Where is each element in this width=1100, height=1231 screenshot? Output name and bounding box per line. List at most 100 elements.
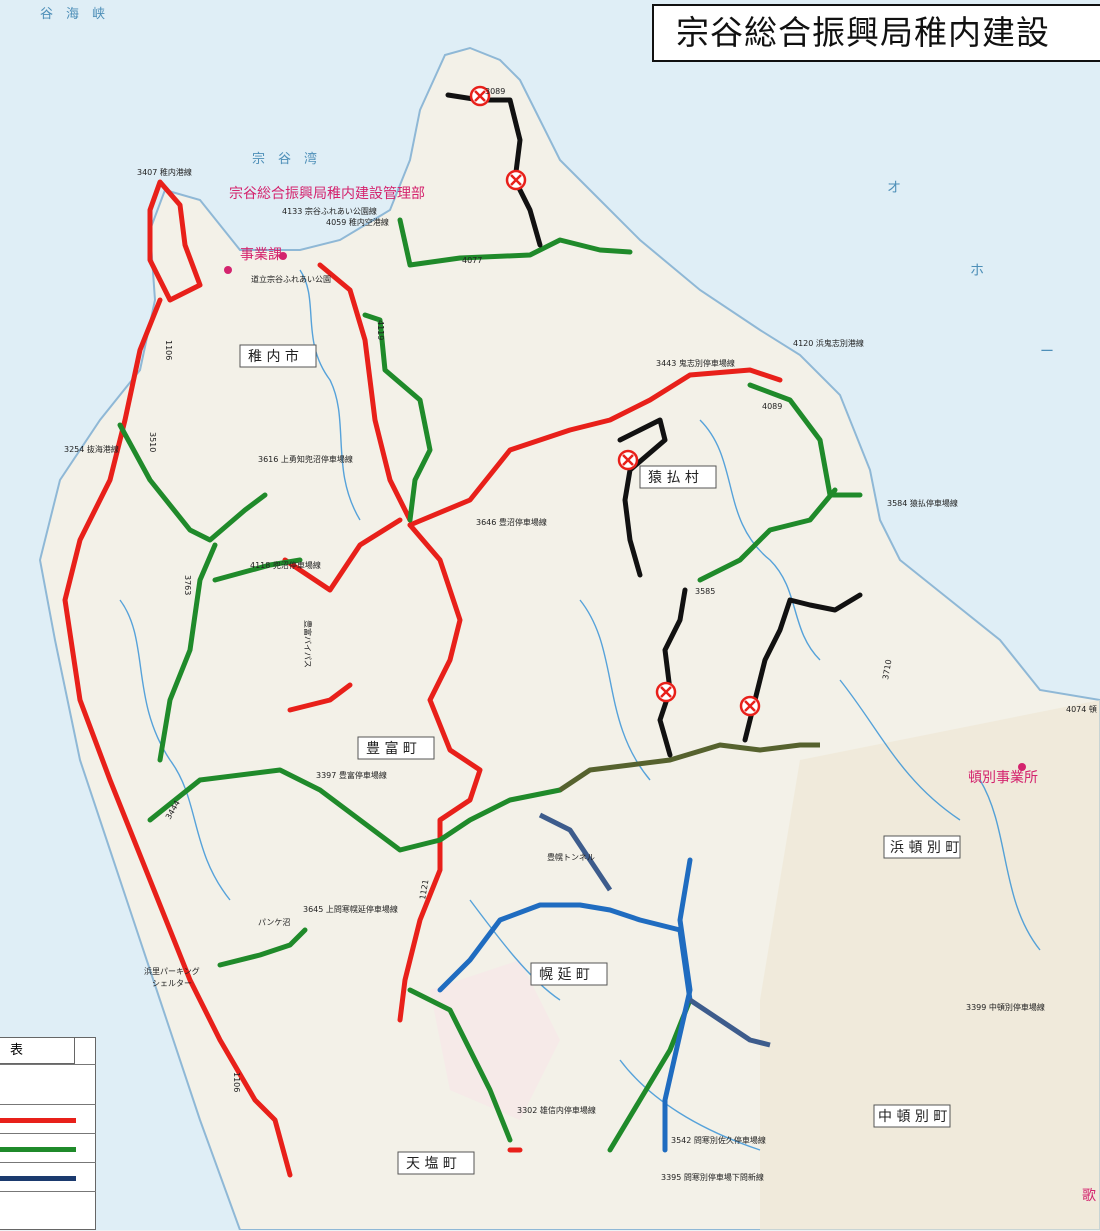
route-green-north-coast [397,217,633,268]
place-label-park: 道立宗谷ふれあい公園 [251,274,331,284]
town-label-wakkanai: 稚 内 市 [248,348,299,365]
navy-routes [538,812,771,1048]
route-label-3395: 3395 問寒別停車場下問新線 [661,1172,764,1182]
legend-row-green [0,1133,96,1162]
legend-row-empty [0,1191,96,1231]
town-label-hamatonbetsu: 浜 頓 別 町 [890,840,959,856]
office-marker-main [279,252,287,260]
route-label-3584: 3584 猿払停車場線 [887,498,958,508]
place-label-ponds: パンケ沼 [258,918,290,927]
route-navy-tunnel [538,812,613,892]
route-green-west [117,422,268,543]
route-label-4118: 4118 兜沼停車場線 [250,560,321,570]
legend-row-red [0,1104,96,1133]
closure-marker-2 [505,169,527,191]
rivers [119,269,1041,1151]
town-label-toyotomi: 豊 富 町 [366,740,417,757]
route-green-3585 [697,487,838,583]
route-green-sarufutsu [747,382,863,498]
closure-marker-4 [655,681,677,703]
route-olive [558,742,820,793]
route-label-3763: 3763 [183,575,192,595]
office-label-tonbetsu: 頓別事業所 [968,770,1038,786]
town-label-horonobe: 幌 延 町 [539,967,590,983]
place-label-tunnel: 豊幌トンネル [547,852,595,862]
closure-markers [469,85,761,717]
route-green-3763 [157,542,218,763]
legend-header: 表 [0,1038,75,1064]
route-red-wakkanai-port [147,179,203,303]
route-blue-3645 [437,902,693,1003]
route-label-4120: 4120 浜鬼志別港線 [793,338,864,348]
route-label-3399: 3399 中頓別停車場線 [966,1002,1045,1012]
place-label-shelter: シェルター [152,979,192,988]
edge-label-right: 歌 [1082,1188,1096,1204]
sea-label-okhotsk-dash: ー [1040,344,1054,360]
town-label-sarufutsu: 猿 払 村 [648,470,699,486]
sea-label-soya-strait: 谷 海 峡 [40,7,105,22]
teshio-plain [430,960,560,1120]
route-navy-3784 [688,997,771,1048]
town-label-nakatonbetsu: 中 頓 別 町 [878,1109,947,1125]
legend-panel: 表 [0,1037,96,1230]
route-label-3542: 3542 問寒別佐久停車場線 [671,1135,766,1145]
route-red-bypass2 [287,682,353,713]
route-label-1121: 1121 [418,879,430,901]
southern-terrain [760,700,1100,1230]
legend-swatch-green [0,1147,76,1152]
route-black-sarufutsu-2 [657,587,688,758]
closure-marker-5 [739,695,761,717]
route-label-1106a: 1106 [164,340,173,360]
route-red-inland-1 [317,262,413,523]
legend-swatch-red [0,1118,76,1123]
route-green-3444 [147,767,563,853]
office-label-jigyoka: 事業課 [240,247,282,263]
route-label-4119: 4119 [376,320,385,340]
legend-row-navy [0,1162,96,1191]
route-label-3616: 3616 上勇知兜沼停車場線 [258,454,353,464]
route-green-south [407,987,513,1143]
route-black-sarufutsu-1 [617,417,668,578]
green-routes [117,217,863,1153]
route-label-3646: 3646 豊沼停車場線 [476,517,547,527]
route-label-3710: 3710 [881,659,893,681]
route-label-3645: 3645 上問寒幌延停車場線 [303,904,398,914]
legend-swatch-navy [0,1176,76,1181]
route-label-3302: 3302 雄信内停車場線 [517,1105,596,1115]
route-label-3585: 3585 [695,587,715,596]
route-label-4089: 4089 [762,402,782,411]
place-label-parking: 浜里パーキング [144,966,200,976]
route-label-3443: 3443 鬼志別停車場線 [656,358,735,368]
route-black-sarufutsu-3 [742,592,863,743]
route-green-hamasato [217,927,308,968]
route-blue-3542 [662,857,693,1153]
route-label-4133: 4133 宗谷ふれあい公園線 [282,206,377,216]
town-label-teshio: 天 塩 町 [406,1156,457,1172]
closure-marker-1 [469,85,491,107]
route-green-4119 [362,312,433,523]
route-label-3407: 3407 稚内港線 [137,167,192,177]
office-marker-tonbetsu [1018,763,1026,771]
route-red-bypass [282,517,403,593]
route-label-4074: 4074 頓 [1066,704,1097,714]
closure-marker-3 [617,449,639,471]
office-label-main: 宗谷総合振興局稚内建設管理部 [229,186,425,202]
route-label-4077: 4077 [462,256,482,265]
route-label-4059: 4059 稚内空港線 [326,217,389,227]
sea-label-okhotsk-o: オ [887,180,901,196]
sea-label-okhotsk-ho: ホ [970,263,984,279]
route-red-northeast [407,367,783,528]
route-label-3397: 3397 豊富停車場線 [316,770,387,780]
blue-routes [437,857,693,1153]
sea-label-soya-bay: 宗 谷 湾 [252,151,317,167]
route-red-center [397,522,483,1023]
place-label-bypass: 豊富バイパス [303,620,313,668]
route-label-3510: 3510 [148,432,157,452]
route-label-3089: 3089 [485,87,505,96]
legend-row-blank [0,1064,96,1104]
route-label-1106b: 1106 [232,1072,241,1092]
office-marker-jigyoka [224,266,232,274]
route-green-4118 [212,557,303,583]
map-title: 宗谷総合振興局稚内建設 [652,4,1100,62]
